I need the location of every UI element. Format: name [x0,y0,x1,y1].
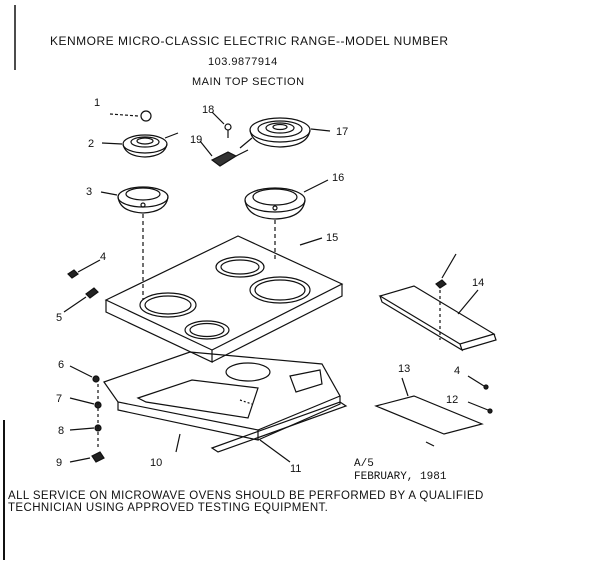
part-9-fastener [69,384,105,463]
diagram-title: KENMORE MICRO-CLASSIC ELECTRIC RANGE--MO… [50,34,449,48]
part-3-small-drip-pan [100,186,169,300]
part-1-cap [109,110,152,122]
part-4-screw-lower [467,375,489,390]
warning-line-1: ALL SERVICE ON MICROWAVE OVENS SHOULD BE… [8,490,484,502]
part-18-screw [211,111,232,138]
page-number: A/5 [354,458,374,470]
model-number: 103.9877914 [208,56,278,68]
section-title: MAIN TOP SECTION [192,76,305,88]
callout-11: 11 [290,463,301,475]
service-warning: ALL SERVICE ON MICROWAVE OVENS SHOULD BE… [8,490,484,514]
callout-3: 3 [86,186,92,198]
callout-14: 14 [472,277,484,289]
callout-15: 15 [326,232,338,244]
callout-12: 12 [446,394,458,406]
part-10-lower-frame [103,351,341,453]
part-2-small-element [101,132,179,158]
part-13-bracket [374,377,484,447]
callout-8: 8 [58,425,64,437]
part-14-back-guard [378,285,497,352]
callout-13: 13 [398,363,410,375]
callout-4-lower: 4 [454,365,460,377]
part-6-fastener [69,365,100,383]
part-4-screw-upper [435,253,457,289]
callout-18: 18 [202,104,214,116]
callout-19: 19 [190,134,202,146]
callout-5: 5 [56,312,62,324]
callout-9: 9 [56,457,62,469]
part-4-screw [67,259,101,279]
part-8-fastener [69,424,102,432]
part-12-screw [467,401,493,414]
callout-16: 16 [332,172,344,184]
callout-17: 17 [336,126,348,138]
callout-6: 6 [58,359,64,371]
part-17-large-element [239,117,331,149]
callout-7: 7 [56,393,62,405]
part-11-rail [210,401,348,463]
callout-10: 10 [150,457,162,469]
part-7-fastener [69,397,102,409]
callout-4: 4 [100,251,106,263]
callout-1: 1 [94,97,100,109]
part-16-large-drip-pan [244,179,329,260]
part-15-main-top [104,235,344,363]
part-5-clip [63,287,99,313]
part-19-terminal-clip [199,140,249,167]
page-date-block: A/5 FEBRUARY, 1981 [354,458,446,484]
revision-date: FEBRUARY, 1981 [354,471,447,483]
warning-line-2: TECHNICIAN USING APPROVED TESTING EQUIPM… [8,502,329,514]
callout-2: 2 [88,138,94,150]
